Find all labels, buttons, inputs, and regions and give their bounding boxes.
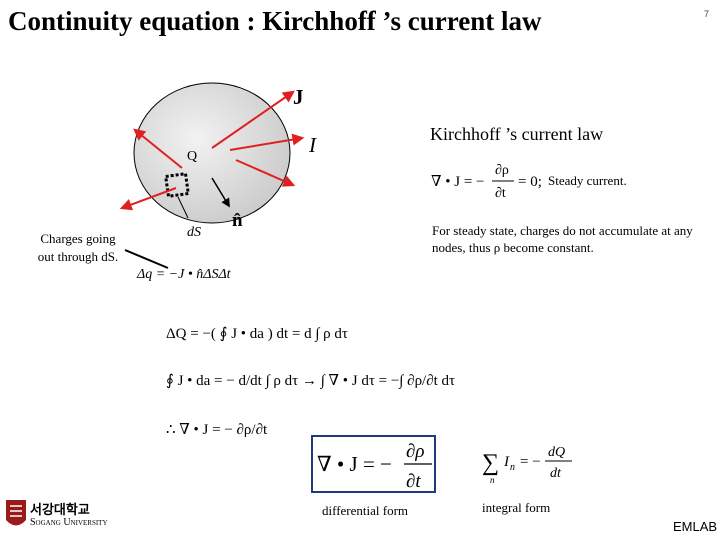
steady-eq-den: ∂t (495, 186, 506, 201)
steady-eq-num: ∂ρ (495, 163, 509, 178)
integral-n: n (510, 462, 515, 473)
steady-eq-rhs: = 0; (518, 174, 542, 190)
ds-leader-line (177, 196, 189, 219)
normal-vector (211, 177, 230, 208)
steady-eq-lhs: ∇ • J = − (431, 174, 484, 190)
steady-eq-label: Steady current. (548, 173, 627, 188)
charges-pointer (124, 249, 169, 269)
charges-note: Charges going out through dS. (28, 230, 128, 266)
university-crest-icon (6, 500, 26, 526)
delta-q-eq: Δq = −J • n̂ΔSΔt (136, 267, 232, 282)
volume-blob (133, 82, 291, 224)
label-I: I (308, 133, 317, 157)
caption-integral-form: integral form (482, 500, 551, 515)
integral-num: dQ (548, 445, 565, 460)
differential-form-box (311, 435, 436, 493)
slide-title: Continuity equation : Kirchhoff ’s curre… (8, 6, 542, 36)
integral-den: dt (550, 466, 562, 481)
current-arrow (119, 187, 177, 211)
label-n: n̂ (232, 210, 243, 231)
surface-element (164, 172, 190, 198)
lab-name: EMLAB (673, 519, 718, 534)
university-logo: 서강대학교 Sogang University (4, 498, 144, 534)
page-number: 7 (704, 9, 710, 19)
integral-eq: = − (520, 454, 541, 470)
university-name-en: Sogang University (30, 517, 108, 528)
derivation-eq3: ∴ ∇ • J = − ∂ρ/∂t (166, 422, 268, 438)
sum-subscript: n (490, 475, 495, 485)
integral-I: I (503, 454, 510, 470)
label-Q: Q (187, 149, 197, 164)
kcl-label: Kirchhoff ’s current law (430, 124, 604, 144)
current-arrow (235, 159, 296, 187)
label-J: J (293, 85, 304, 109)
derivation-eq1: ΔQ = −( ∮ J • da ) dt = d ∫ ρ dτ (166, 326, 348, 342)
university-name-kr: 서강대학교 (30, 503, 90, 518)
derivation-eq2: ∮ J • da = − d/dt ∫ ρ dτ → ∫ ∇ • J dτ = … (166, 373, 455, 389)
boxed-eq-num: ∂ρ (406, 441, 425, 462)
boxed-eq-den: ∂t (406, 471, 421, 492)
charges-note-line2: out through dS. (37, 249, 119, 264)
boxed-eq-lhs: ∇ • J = − (317, 452, 392, 476)
sum-symbol: ∑ (482, 450, 499, 476)
label-dS: dS (187, 225, 201, 240)
steady-state-note: For steady state, charges do not accumul… (432, 223, 693, 255)
current-arrow (229, 133, 305, 151)
current-arrow (133, 128, 183, 169)
caption-differential-form: differential form (322, 503, 409, 518)
charges-note-line1: Charges going (40, 231, 116, 246)
current-arrow (211, 90, 295, 149)
